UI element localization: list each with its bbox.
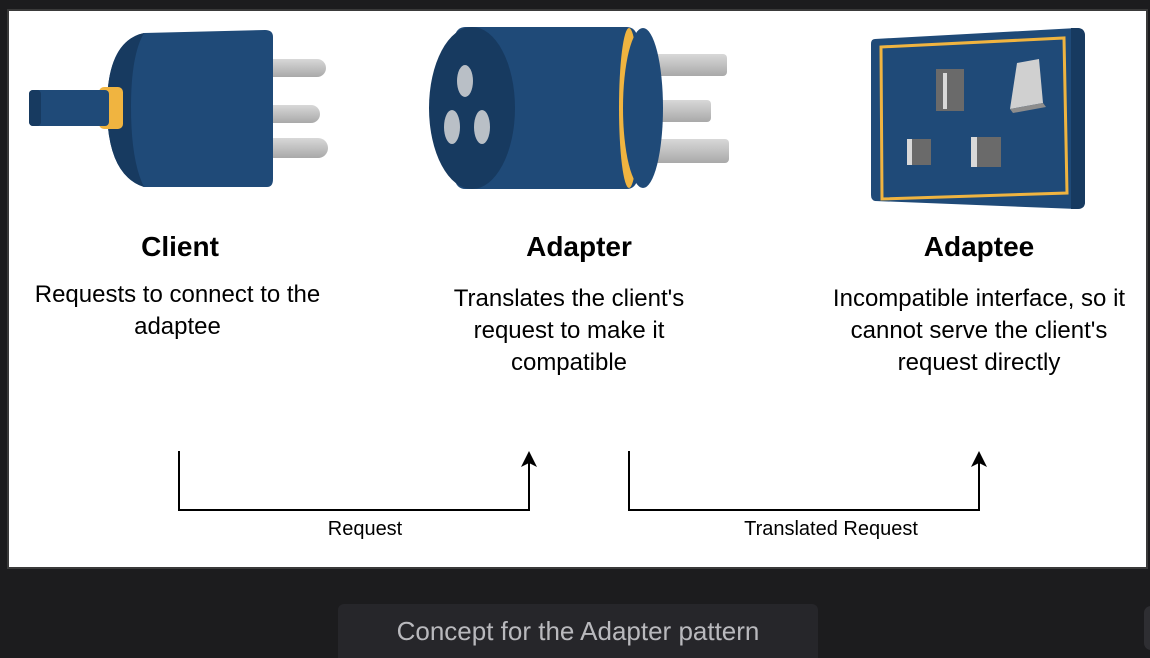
- client-title: Client: [141, 231, 219, 262]
- arrowhead-icon: [971, 451, 987, 467]
- figure-caption: Concept for the Adapter pattern: [338, 604, 818, 658]
- translated-request-label: Translated Request: [744, 518, 918, 540]
- request-label: Request: [327, 518, 403, 540]
- arrowhead-icon: [521, 451, 537, 467]
- adapter-title: Adapter: [526, 231, 632, 262]
- adapter-description: Translates the client's request to make …: [453, 285, 685, 376]
- plug-icon: [29, 30, 328, 187]
- diagram-frame: Client Requests to connect to the adapte…: [7, 9, 1148, 569]
- wall-socket-icon: [871, 28, 1085, 209]
- adaptee-description: Incompatible interface, so it cannot ser…: [832, 285, 1126, 376]
- scroll-handle[interactable]: [1144, 606, 1150, 650]
- translated-request-connector: [628, 451, 987, 511]
- adaptee-title: Adaptee: [923, 231, 1035, 262]
- request-connector: [178, 451, 537, 511]
- client-description: Requests to connect to the adaptee: [34, 281, 321, 340]
- adapter-plug-icon: [429, 27, 729, 189]
- diagram-graphics: [29, 27, 1085, 511]
